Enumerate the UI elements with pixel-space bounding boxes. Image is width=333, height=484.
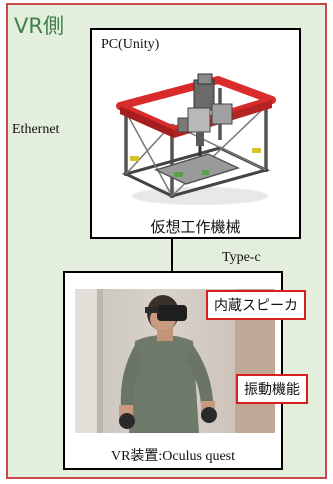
built-in-speaker-callout: 内蔵スピーカ [206,290,306,320]
type-c-label: Type-c [222,250,261,265]
virtual-machine-tool-illustration [116,73,276,205]
connector-line [171,239,173,273]
virtual-machine-tool-label: 仮想工作機械 [150,218,241,236]
vr-device-label: VR装置:Oculus quest [110,449,236,464]
vibration-function-callout: 振動機能 [236,374,308,404]
ethernet-label: Ethernet [12,122,60,137]
pc-unity-box: PC(Unity) [90,28,301,239]
pc-unity-label: PC(Unity) [101,37,160,52]
vr-side-label: VR側 [14,14,64,38]
